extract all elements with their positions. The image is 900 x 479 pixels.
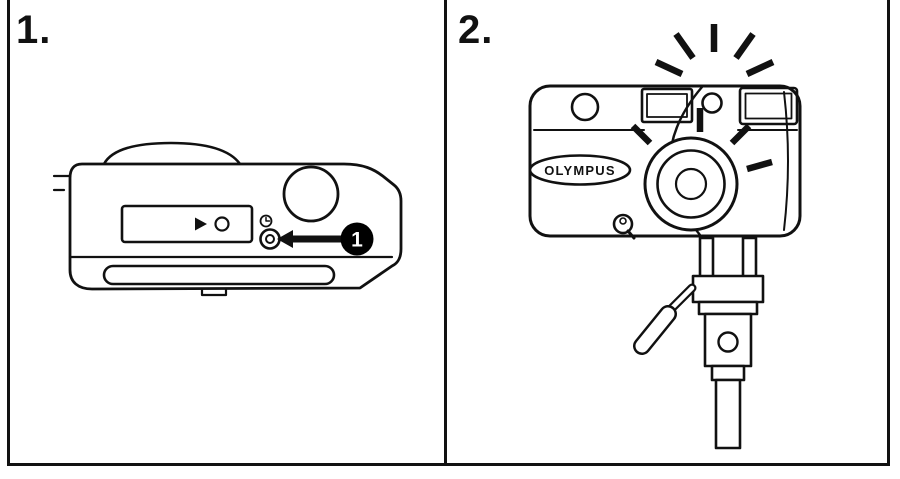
blink-rays-lens: [630, 108, 773, 173]
lens-hump-outline: [102, 141, 242, 166]
frame-bottom-border: [7, 463, 890, 466]
play-triangle-icon: [195, 217, 207, 231]
callout-number: 1: [351, 229, 363, 252]
self-timer-lamp: [701, 92, 723, 114]
tripod-bracket-left-prong: [698, 236, 715, 280]
circle-indicator-icon: [214, 216, 230, 232]
panel-divider: [444, 0, 447, 466]
tripod-collar: [697, 300, 759, 316]
step-2-label: 2.: [458, 8, 494, 52]
olympus-logo-text: OLYMPUS: [544, 163, 616, 178]
pan-handle: [633, 283, 697, 355]
olympus-logo-oval: [528, 154, 632, 186]
bottom-tab-notch: [200, 287, 228, 297]
callout-badge: [340, 222, 374, 256]
tripod-column: [703, 312, 753, 368]
self-timer-clock-icon: [259, 214, 273, 228]
camera-top-view-illustration: 1: [52, 141, 403, 297]
control-panel-window: [120, 204, 254, 244]
frame-right-border: [887, 0, 890, 466]
blink-rays-top: [654, 24, 775, 77]
callout-arrow-icon: [277, 230, 342, 248]
grip-seam-line: [783, 91, 789, 231]
step-1-label: 1.: [16, 8, 52, 52]
tripod-pole: [714, 378, 742, 450]
tripod-neck: [710, 364, 746, 382]
camera-front-view: OLYMPUS: [528, 24, 802, 450]
flash-window: [738, 86, 799, 126]
frame-left-border: [7, 0, 10, 466]
camera-top-view: 1: [52, 141, 403, 297]
film-door-strip: [102, 264, 336, 286]
tripod-column-hole: [717, 331, 739, 353]
shutter-button: [282, 165, 340, 223]
camera-lens: [643, 85, 739, 237]
tripod: [633, 236, 765, 450]
strap-lug-button: [612, 213, 636, 240]
camera-on-tripod-illustration: OLYMPUS: [528, 24, 802, 450]
tripod-bracket-right-prong: [741, 236, 758, 280]
self-timer-button: [259, 228, 281, 250]
tripod-head: [691, 274, 765, 304]
light-sensor-window: [570, 92, 600, 122]
